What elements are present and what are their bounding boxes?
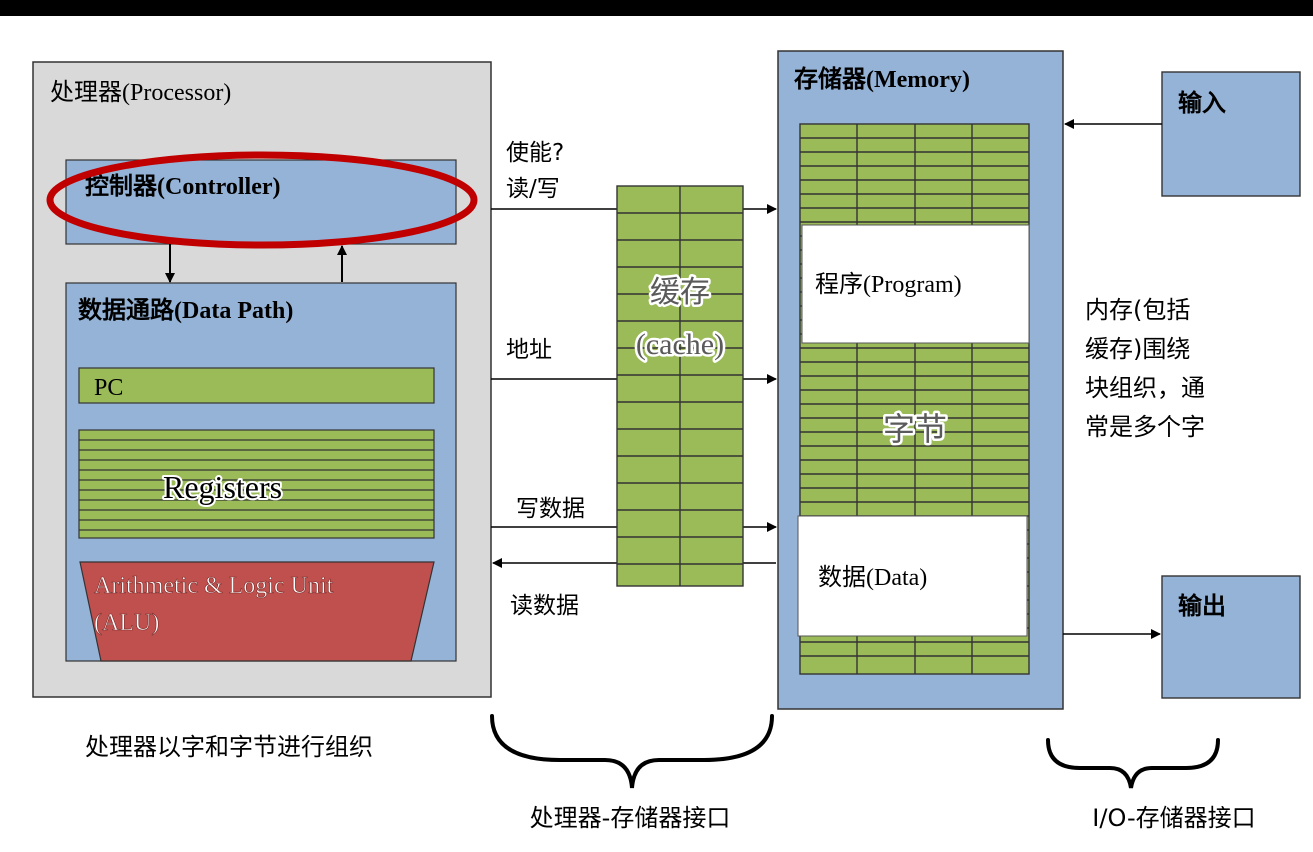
alu-label-line2: (ALU) (94, 610, 159, 636)
data-block (797, 515, 1028, 637)
program-block (801, 224, 1030, 344)
program-label: 程序(Program) (815, 271, 962, 298)
cpu-memory-interface-label: 处理器-存储器接口 (530, 804, 731, 832)
address-signal-label: 地址 (506, 337, 552, 363)
memory-title: 存储器(Memory) (794, 65, 970, 93)
input-box (1161, 71, 1301, 197)
cache-label-line2: (cache) (636, 328, 724, 361)
enable-signal-label: 使能? (506, 140, 564, 166)
datapath-label: 数据通路(Data Path) (78, 296, 293, 324)
read-data-signal-label: 读数据 (510, 593, 579, 619)
data-label: 数据(Data) (818, 564, 927, 591)
memory-note-line-4: 常是多个字 (1085, 413, 1205, 441)
cache-row-lines (617, 212, 743, 565)
pc-label: PC (94, 375, 123, 401)
io-memory-interface-brace (1046, 738, 1220, 789)
top-bar (0, 0, 1313, 16)
registers-label: Registers (163, 469, 282, 505)
cache-label-line1: 缓存 (650, 275, 710, 310)
alu-label-line1: Arithmetic & Logic Unit (94, 573, 334, 599)
bytes-label: 字节 (883, 410, 947, 448)
controller-highlight-ellipse (46, 151, 478, 249)
write-data-signal-label: 写数据 (516, 496, 585, 522)
memory-note-line-3: 块组织，通 (1085, 374, 1205, 402)
io-memory-interface-label: I/O-存储器接口 (1092, 804, 1255, 832)
controller-label: 控制器(Controller) (85, 172, 281, 200)
memory-note-line-1: 内存(包括 (1085, 296, 1190, 324)
cpu-memory-interface-brace (490, 714, 774, 789)
output-box (1161, 575, 1301, 699)
output-label: 输出 (1178, 592, 1226, 620)
memory-note: 内存(包括 缓存)围绕 块组织，通 常是多个字 (1085, 296, 1205, 441)
alu-block (79, 561, 435, 662)
controller-box (65, 159, 457, 245)
input-label: 输入 (1178, 89, 1226, 117)
processor-note: 处理器以字和字节进行组织 (85, 733, 373, 761)
read-write-signal-label: 读/写 (506, 176, 560, 202)
pc-register (78, 367, 435, 404)
memory-note-line-2: 缓存)围绕 (1085, 335, 1190, 363)
registers-lines (79, 439, 434, 531)
processor-title: 处理器(Processor) (50, 79, 231, 106)
